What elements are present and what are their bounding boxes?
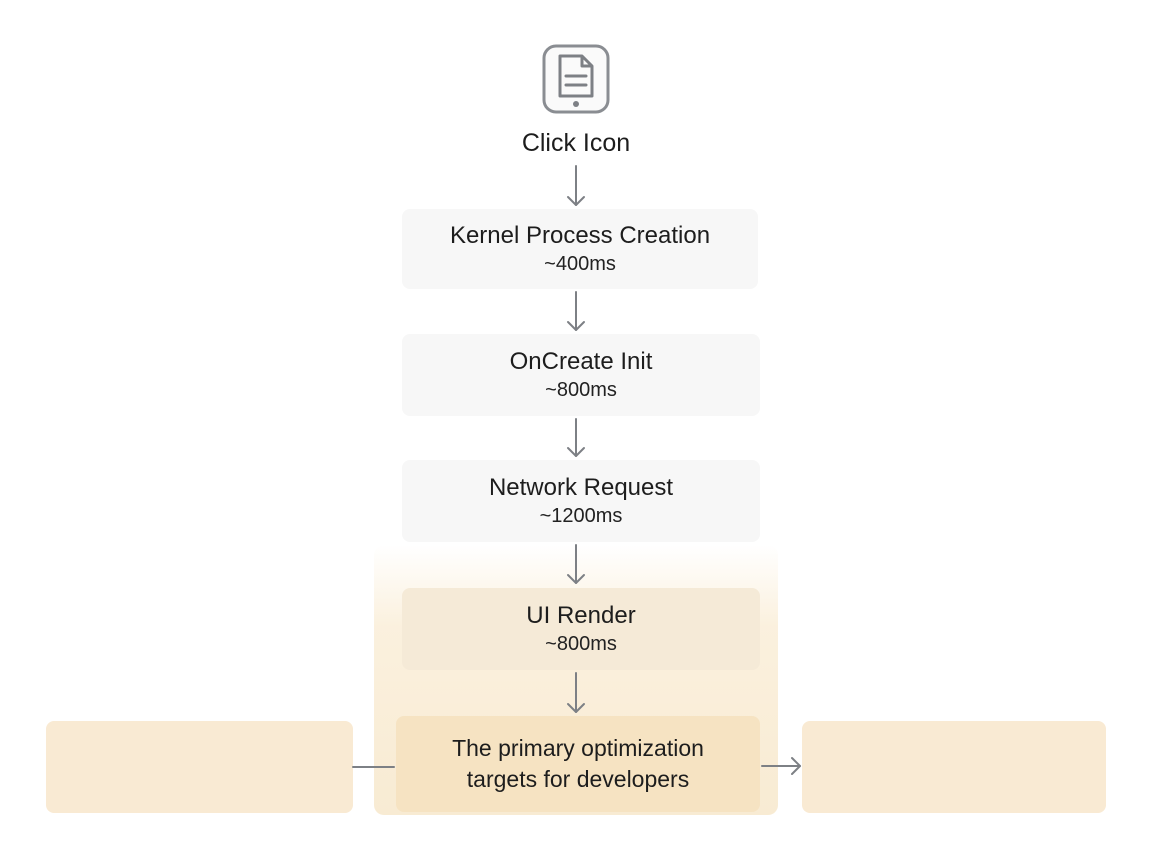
step-title: Network Request (488, 474, 674, 501)
step-duration: ~1200ms (539, 505, 623, 527)
document-tablet-icon (542, 44, 610, 114)
step-kernel-process-creation: Kernel Process Creation ~400ms (402, 209, 758, 289)
left-side-box (46, 721, 353, 813)
optimization-targets-box: The primary optimization targets for dev… (396, 716, 760, 812)
optimization-targets-label: The primary optimization targets for dev… (452, 735, 704, 792)
step-title: UI Render (526, 602, 636, 629)
right-side-box (802, 721, 1106, 813)
step-oncreate-init: OnCreate Init ~800ms (402, 334, 760, 416)
step-network-request: Network Request ~1200ms (402, 460, 760, 542)
step-duration: ~800ms (545, 633, 617, 655)
arrow-down-icon (567, 291, 585, 331)
step-duration: ~400ms (544, 253, 616, 275)
arrow-down-icon (567, 418, 585, 457)
step-title: OnCreate Init (509, 348, 653, 375)
arrow-down-icon (567, 165, 585, 206)
step-title: Kernel Process Creation (449, 222, 711, 249)
step-duration: ~800ms (545, 379, 617, 401)
click-icon-label: Click Icon (521, 129, 631, 157)
step-ui-render: UI Render ~800ms (402, 588, 760, 670)
